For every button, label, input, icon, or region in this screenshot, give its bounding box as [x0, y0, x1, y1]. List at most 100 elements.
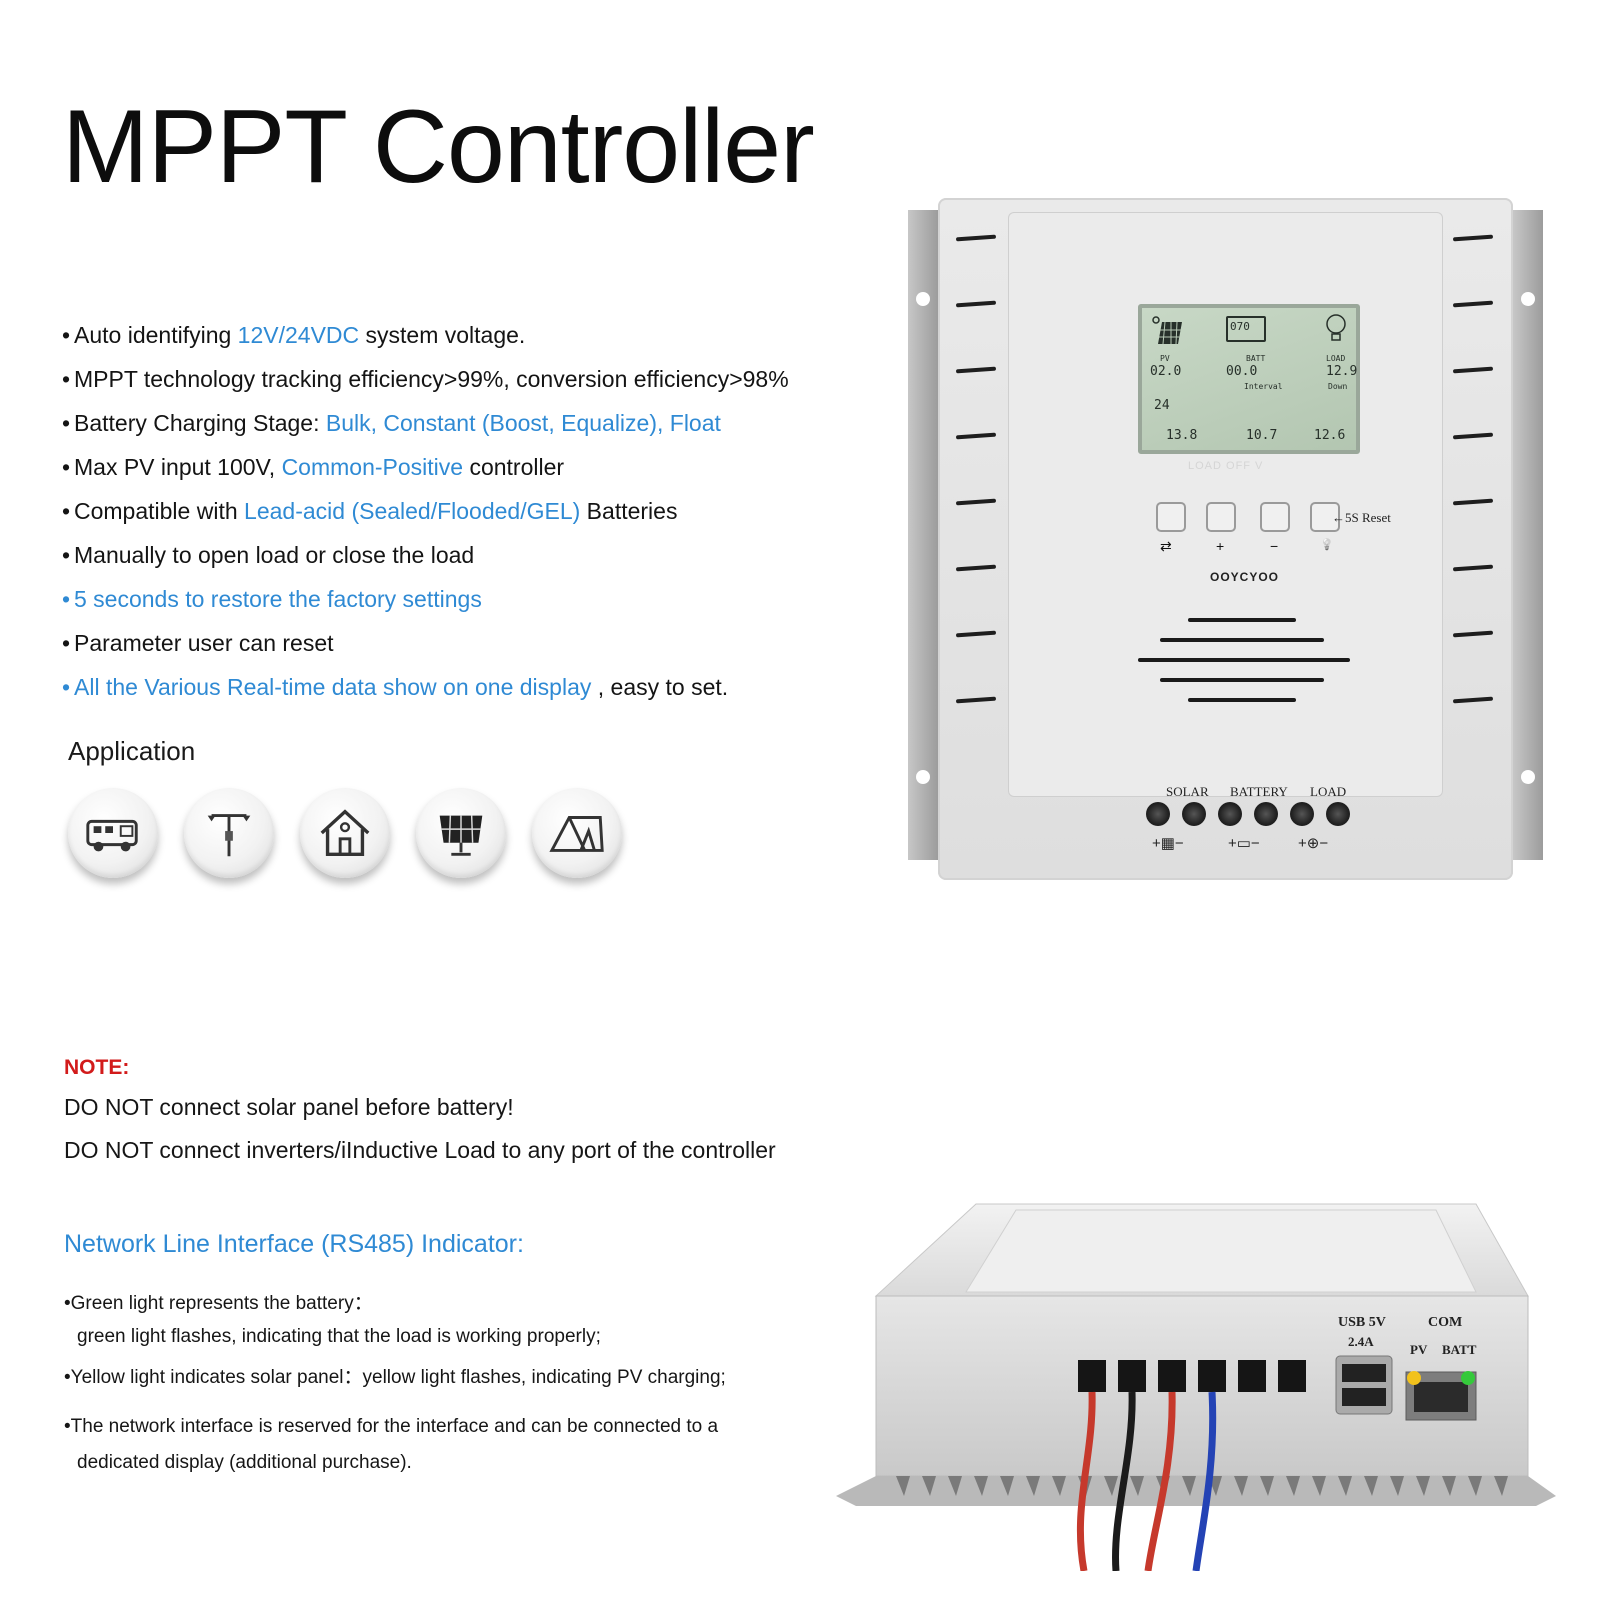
feature-list: •Auto identifying 12V/24VDC system volta… — [62, 320, 882, 716]
vent-slot — [955, 630, 997, 638]
mounting-bracket-right — [1513, 210, 1543, 860]
terminal-label-load: LOAD — [1310, 784, 1347, 799]
heatsink-fin — [1286, 1476, 1300, 1496]
tent-icon — [532, 788, 622, 878]
heatsink-fin — [974, 1476, 988, 1496]
note-label: NOTE: — [64, 1056, 130, 1079]
heatsink-fin — [1234, 1476, 1248, 1496]
heatsink-fin — [1390, 1476, 1404, 1496]
heatsink-fin — [1104, 1476, 1118, 1496]
note-line-2: DO NOT connect inverters/iInductive Load… — [64, 1137, 776, 1163]
load-symbol: +⊕− — [1298, 835, 1329, 852]
vent-slot — [955, 234, 997, 242]
bullet: • — [62, 542, 71, 568]
feature-text-pre: Parameter user can reset — [74, 630, 334, 656]
minus-button[interactable] — [1260, 502, 1290, 532]
battery-symbol: +▭− — [1228, 835, 1260, 852]
lcd-load-label: LOAD — [1326, 354, 1346, 363]
note-line-1: DO NOT connect solar panel before batter… — [64, 1094, 514, 1120]
feature-text-blue: Lead-acid (Sealed/Flooded/GEL) — [244, 498, 581, 524]
vent-slot — [955, 432, 997, 440]
heatsink-fin — [948, 1476, 962, 1496]
heatsink-fin — [1182, 1476, 1196, 1496]
mode-button[interactable] — [1156, 502, 1186, 532]
page-title: MPPT Controller — [62, 89, 815, 205]
feature-text-pre: Auto identifying — [74, 322, 238, 348]
application-icons — [68, 788, 622, 878]
grille-slot — [1160, 638, 1324, 642]
vent-slot — [1452, 564, 1494, 572]
battery-icon — [1226, 316, 1266, 342]
terminal-battery-positive — [1218, 802, 1242, 826]
rv-icon — [68, 788, 158, 878]
heatsink-fin — [1312, 1476, 1326, 1496]
feature-item: •Auto identifying 12V/24VDC system volta… — [62, 320, 882, 364]
bullet: • — [62, 322, 71, 348]
application-title: Application — [68, 736, 196, 766]
mode-button-symbol: ⇄ — [1160, 538, 1172, 554]
pv-led — [1407, 1371, 1421, 1385]
reset-label: ←5S Reset — [1332, 510, 1391, 525]
controller-side-drawing: USB 5V 2.4A COM PV BATT — [836, 1203, 1556, 1572]
plus-button[interactable] — [1206, 502, 1236, 532]
lcd-load-value: 12.9 — [1326, 364, 1358, 379]
feature-text-blue: 5 seconds to restore the factory setting… — [74, 586, 482, 612]
rs485-line: •Green light represents the battery： — [64, 1293, 373, 1314]
vent-slot — [1452, 366, 1494, 374]
rs485-line: green light flashes, indicating that the… — [77, 1326, 601, 1347]
feature-text-blue: 12V/24VDC — [237, 322, 360, 348]
feature-text-post: controller — [463, 454, 565, 480]
grille-slot — [1188, 698, 1296, 702]
feature-text-pre: Manually to open load or close the load — [74, 542, 475, 568]
load-button[interactable] — [1310, 502, 1340, 532]
house-icon — [300, 788, 390, 878]
bullet: • — [62, 586, 71, 612]
feature-item: •All the Various Real-time data show on … — [62, 672, 882, 716]
vent-slot — [955, 498, 997, 506]
bullet: • — [62, 674, 71, 700]
vent-slot — [1452, 432, 1494, 440]
terminal-label-solar: SOLAR — [1166, 784, 1209, 799]
bullet: • — [62, 630, 71, 656]
lcd-down-label: Down — [1328, 382, 1348, 391]
terminal-battery-negative — [1254, 802, 1278, 826]
heatsink-fin — [1442, 1476, 1456, 1496]
vent-slot — [955, 696, 997, 704]
rs485-title: Network Line Interface (RS485) Indicator… — [64, 1230, 524, 1258]
lcd-pv-value: 02.0 — [1150, 364, 1182, 379]
heatsink-fin — [1000, 1476, 1014, 1496]
feature-item: •Manually to open load or close the load — [62, 540, 882, 584]
terminal-load-positive — [1290, 802, 1314, 826]
feature-item: •Battery Charging Stage: Bulk, Constant … — [62, 408, 882, 452]
terminal-solar-positive — [1146, 802, 1170, 826]
rs485-line: •The network interface is reserved for t… — [64, 1416, 719, 1437]
mounting-bracket-left — [908, 210, 938, 860]
feature-text-post: system voltage. — [359, 322, 526, 348]
feature-item: •5 seconds to restore the factory settin… — [62, 584, 882, 628]
bullet: • — [62, 454, 71, 480]
pv-label: PV — [1410, 1342, 1428, 1357]
terminal-load-negative — [1326, 802, 1350, 826]
grille-slot — [1188, 618, 1296, 622]
feature-text-post: Batteries — [580, 498, 678, 524]
feature-text-pre: Battery Charging Stage: — [74, 410, 326, 436]
heatsink-fin — [896, 1476, 910, 1496]
feature-text-pre: Compatible with — [74, 498, 245, 524]
lcd-hours: 24 — [1154, 398, 1170, 413]
vent-slot — [955, 300, 997, 308]
sun-panel-icon — [1152, 316, 1182, 345]
bulb-button-symbol: 💡 — [1320, 539, 1334, 551]
lcd-batt-label: BATT — [1246, 354, 1266, 363]
controller-side-image: USB 5V 2.4A COM PV BATT — [836, 1196, 1556, 1572]
com-label: COM — [1428, 1315, 1462, 1330]
feature-item: •Max PV input 100V, Common-Positive cont… — [62, 452, 882, 496]
feature-text-blue: All the Various Real-time data show on o… — [74, 674, 592, 700]
vent-slot — [1452, 234, 1494, 242]
feature-item: •Parameter user can reset — [62, 628, 882, 672]
lcd-display: 070 PV BATT LOAD 02.0 00.0 12.9 Interval… — [1138, 304, 1360, 454]
rs485-line: dedicated display (additional purchase). — [77, 1452, 412, 1473]
lcd-off-value-3: 12.6 — [1314, 428, 1346, 443]
feature-text-blue: Bulk, Constant (Boost, Equalize), Float — [325, 410, 721, 436]
lcd-caption: LOAD OFF V — [1188, 460, 1264, 472]
plus-button-symbol: + — [1216, 538, 1225, 554]
